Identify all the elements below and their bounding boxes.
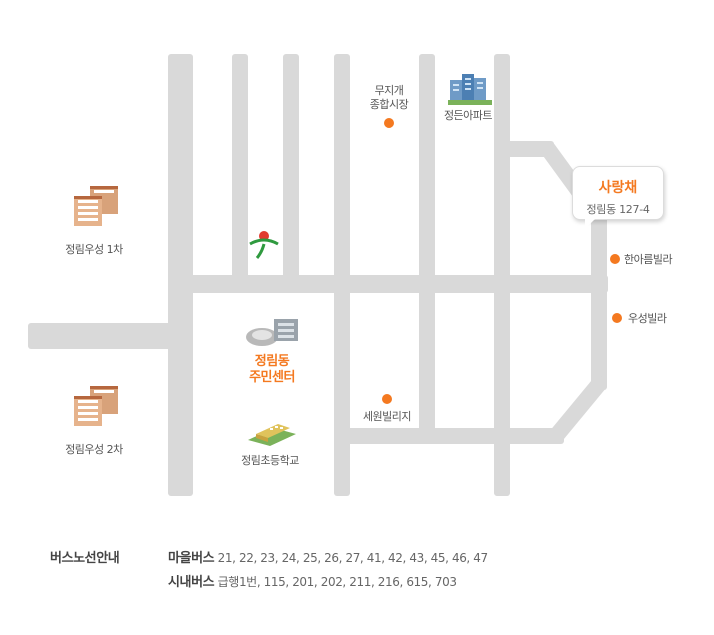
destination-callout: 사랑채 정림동 127-4 bbox=[572, 166, 664, 229]
road-h-west bbox=[28, 323, 193, 349]
road-h-north bbox=[494, 141, 554, 157]
bank-logo-icon bbox=[249, 231, 279, 259]
woosung2-apartment-icon bbox=[74, 386, 118, 426]
sewon-marker bbox=[382, 394, 392, 404]
road-v3 bbox=[283, 54, 299, 278]
apartment-label: 정든아파트 bbox=[443, 109, 493, 122]
community-center-label: 정림동 주민센터 bbox=[249, 354, 295, 385]
hanareum-label: 한아름빌라 bbox=[624, 253, 673, 266]
apartment-building-icon bbox=[448, 74, 492, 105]
village-bus-routes: 21, 22, 23, 24, 25, 26, 27, 41, 42, 43, … bbox=[217, 551, 488, 565]
road-diag-south bbox=[548, 376, 607, 444]
market-label: 무지개 종합시장 bbox=[369, 84, 409, 111]
woosung1-apartment-icon bbox=[74, 186, 118, 226]
woosung-villa-label: 우성빌라 bbox=[628, 312, 667, 325]
city-bus-label: 시내버스 bbox=[168, 575, 215, 590]
road-h-south bbox=[334, 428, 564, 444]
hanareum-marker bbox=[610, 254, 620, 264]
school-building-icon bbox=[248, 424, 296, 446]
school-label: 정림초등학교 bbox=[241, 454, 299, 467]
road-v7 bbox=[591, 215, 607, 390]
woosung2-label: 정림우성 2차 bbox=[65, 443, 123, 456]
destination-name: 사랑채 bbox=[598, 180, 638, 196]
woosung-villa-marker bbox=[612, 313, 622, 323]
bus-heading: 버스노선안내 bbox=[50, 551, 120, 566]
village-bus-label: 마을버스 bbox=[168, 551, 215, 566]
woosung1-label: 정림우성 1차 bbox=[65, 243, 123, 256]
community-center-icon bbox=[246, 319, 298, 346]
road-v5 bbox=[419, 54, 435, 432]
village-bus-row: 마을버스 21, 22, 23, 24, 25, 26, 27, 41, 42,… bbox=[168, 547, 488, 566]
road-h-main bbox=[168, 275, 608, 293]
sewon-label: 세원빌리지 bbox=[362, 410, 412, 423]
road-v2 bbox=[232, 54, 248, 278]
destination-address: 정림동 127-4 bbox=[586, 203, 650, 216]
market-marker bbox=[384, 118, 394, 128]
city-bus-row: 시내버스 급행1번, 115, 201, 202, 211, 216, 615,… bbox=[168, 571, 457, 590]
city-bus-routes: 급행1번, 115, 201, 202, 211, 216, 615, 703 bbox=[217, 575, 457, 589]
